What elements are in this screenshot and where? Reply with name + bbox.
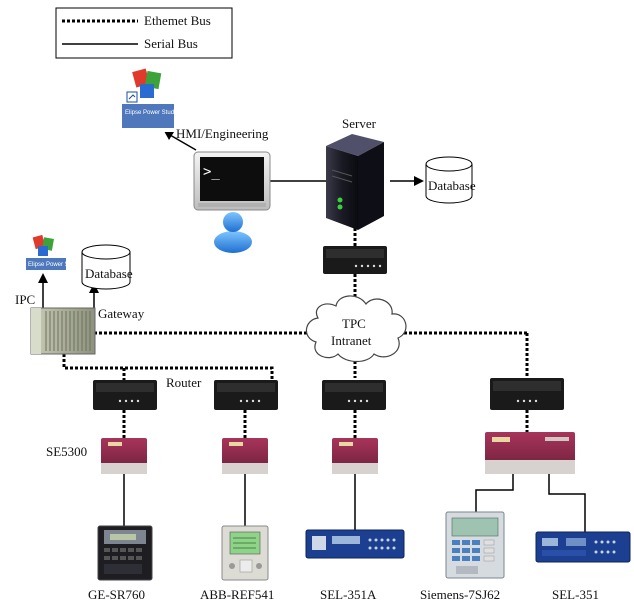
se4-dev4 bbox=[475, 474, 514, 512]
gateway-label: Gateway bbox=[98, 306, 145, 321]
server-db-arrowhead bbox=[414, 176, 424, 186]
connections bbox=[42, 134, 586, 532]
router-4[interactable] bbox=[490, 378, 564, 410]
se5300-unit-4[interactable] bbox=[485, 432, 575, 474]
elipse-app-icon-left[interactable]: Elipse Power Studio bbox=[24, 234, 82, 272]
se5300-unit-2[interactable] bbox=[222, 438, 268, 474]
se5300-unit-1[interactable] bbox=[101, 438, 147, 474]
serial-legend-label: Serial Bus bbox=[144, 36, 198, 51]
terminal-prompt-icon: >_ bbox=[203, 164, 220, 180]
router-1[interactable] bbox=[93, 380, 157, 410]
ge-sr760-device[interactable] bbox=[97, 525, 153, 581]
app-icon-left-label: Elipse Power Studio bbox=[28, 262, 82, 268]
tpc-intranet-cloud: TPC Intranet bbox=[305, 295, 407, 363]
database-left-icon: Database bbox=[81, 244, 133, 290]
gateway-app-arrowhead bbox=[38, 273, 48, 283]
abb-ref541-device[interactable] bbox=[221, 525, 269, 581]
database-left-label: Database bbox=[85, 266, 133, 281]
server-label: Server bbox=[342, 116, 377, 131]
router-3[interactable] bbox=[322, 380, 386, 410]
sel-351a-device[interactable] bbox=[305, 529, 405, 559]
app-icon-top-label: Elipse Power Studio bbox=[125, 110, 179, 116]
hmi-app-link bbox=[169, 134, 197, 151]
gateway-router-bus bbox=[62, 354, 274, 380]
hmi-workstation[interactable]: >_ bbox=[193, 151, 271, 253]
device-label-siemens-7sj62: Siemens-7SJ62 bbox=[420, 587, 500, 602]
monitor-screen bbox=[200, 157, 264, 201]
legend: Ethemet Bus Serial Bus bbox=[55, 7, 233, 59]
ethernet-legend-label: Ethemet Bus bbox=[144, 13, 211, 28]
ipc-label: IPC bbox=[15, 292, 35, 307]
cloud-line1: TPC bbox=[342, 316, 366, 331]
se4-dev5 bbox=[548, 474, 586, 532]
device-label-sel-351a: SEL-351A bbox=[320, 587, 377, 602]
hmi-label: HMI/Engineering bbox=[176, 126, 269, 141]
device-label-abb-ref541: ABB-REF541 bbox=[200, 587, 274, 602]
siemens-7sj62-device[interactable] bbox=[445, 511, 505, 579]
router-2[interactable] bbox=[214, 380, 278, 410]
sel-351-device[interactable] bbox=[535, 531, 631, 563]
legend-box bbox=[55, 7, 233, 59]
router-label: Router bbox=[166, 375, 202, 390]
database-top-icon: Database bbox=[425, 156, 476, 204]
database-top-label: Database bbox=[428, 178, 476, 193]
device-label-sel-351: SEL-351 bbox=[552, 587, 599, 602]
top-switch-icon[interactable] bbox=[323, 246, 387, 274]
se5300-unit-3[interactable] bbox=[332, 438, 378, 474]
hmi-app-arrowhead bbox=[164, 131, 174, 140]
cloud-line2: Intranet bbox=[331, 333, 372, 348]
ipc-gateway-device[interactable] bbox=[30, 307, 96, 355]
server-icon[interactable] bbox=[326, 134, 384, 230]
se5300-label: SE5300 bbox=[46, 444, 87, 459]
elipse-app-icon-top[interactable]: Elipse Power Studio bbox=[120, 66, 179, 132]
device-label-ge-sr760: GE-SR760 bbox=[88, 587, 145, 602]
user-person-icon bbox=[214, 212, 252, 253]
